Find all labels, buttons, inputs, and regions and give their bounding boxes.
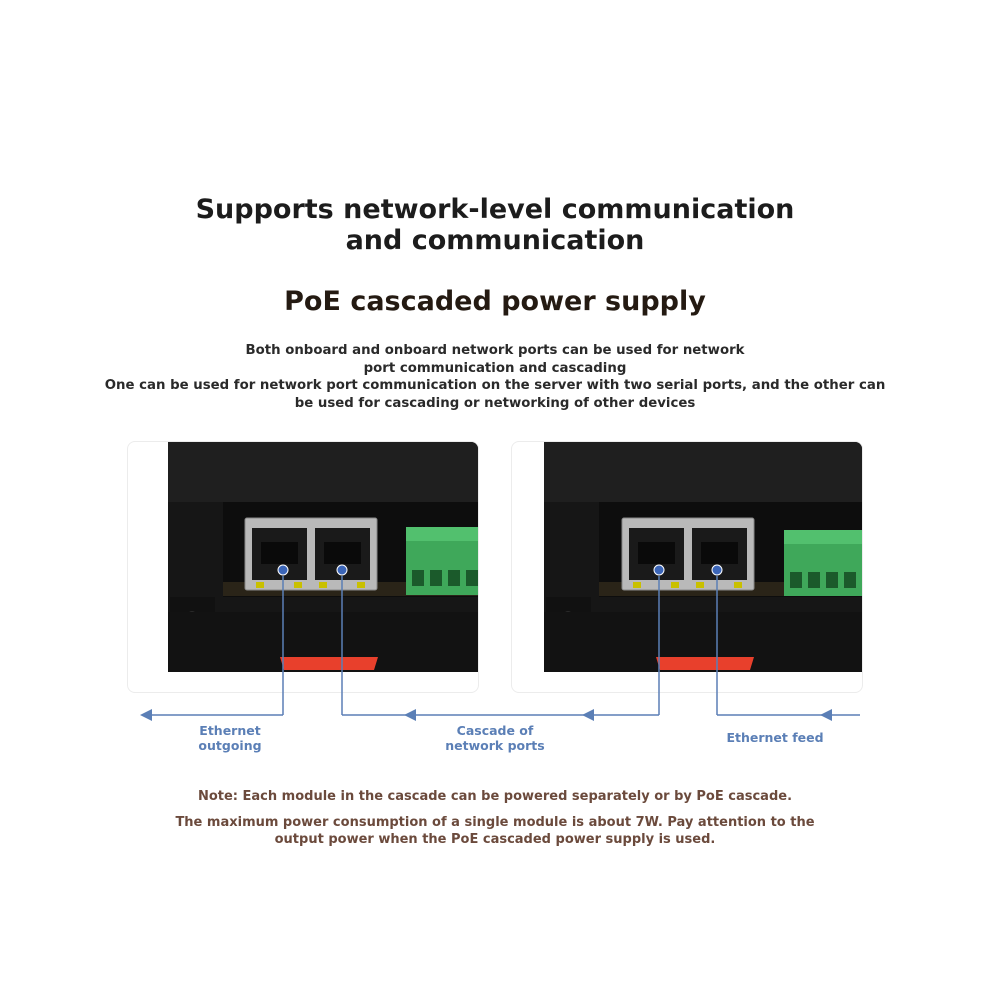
device-image-left <box>127 441 479 693</box>
cascade-label-line-2: network ports <box>445 738 545 753</box>
terminal-block-icon <box>784 530 862 596</box>
cascade-label: Cascade of network ports <box>430 723 560 753</box>
din-rail-clip-icon <box>656 657 754 670</box>
terminal-block-icon <box>406 527 478 595</box>
page-title: Supports network-level communication and… <box>0 194 990 256</box>
ethernet-outgoing-label-line-2: outgoing <box>198 738 262 753</box>
device-illustration-right <box>544 442 862 672</box>
note-power: The maximum power consumption of a singl… <box>0 814 990 848</box>
cascade-label-line-1: Cascade of <box>456 723 534 738</box>
device-illustration-left <box>168 442 478 672</box>
note-power-line-1: The maximum power consumption of a singl… <box>175 815 815 830</box>
rj45-port-icon <box>621 517 755 591</box>
note-line: Note: Each module in the cascade can be … <box>197 789 793 804</box>
din-rail-clip-icon <box>280 657 378 670</box>
description-line-4: be used for cascading or networking of o… <box>294 395 696 411</box>
ethernet-outgoing-label: Ethernet outgoing <box>180 723 280 753</box>
device-image-right <box>511 441 863 693</box>
ethernet-feed-label: Ethernet feed <box>726 730 824 745</box>
rj45-port-icon <box>244 517 378 591</box>
arrow-left-icon <box>140 709 832 721</box>
title-line-2: and communication <box>345 225 645 256</box>
note-power-line-2: output power when the PoE cascaded power… <box>274 832 716 847</box>
title-line-1: Supports network-level communication <box>195 194 795 225</box>
description-line-2: port communication and cascading <box>363 360 627 376</box>
ethernet-outgoing-label-line-1: Ethernet <box>199 723 261 738</box>
description-line-1: Both onboard and onboard network ports c… <box>245 343 745 358</box>
description-line-3: One can be used for network port communi… <box>104 378 886 393</box>
description: Both onboard and onboard network ports c… <box>0 342 990 412</box>
page-subtitle: PoE cascaded power supply <box>284 286 706 317</box>
